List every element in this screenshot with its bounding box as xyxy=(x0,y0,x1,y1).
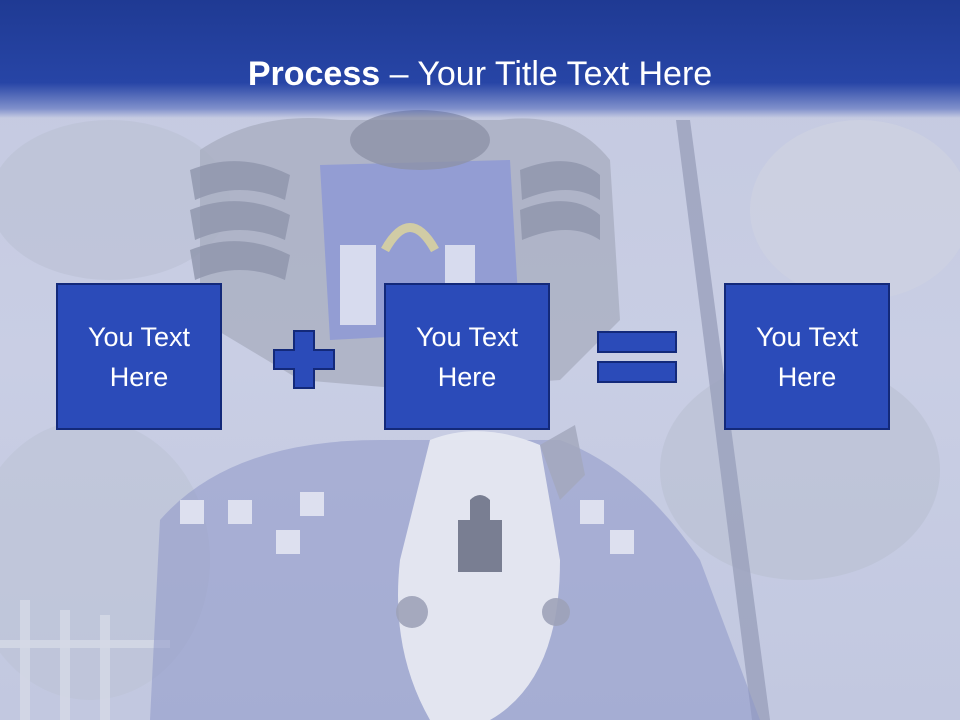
header-band xyxy=(0,0,960,118)
slide-title: Process – Your Title Text Here xyxy=(0,50,960,98)
process-step-box-3[interactable]: You Text Here xyxy=(724,283,890,430)
plus-icon xyxy=(273,330,335,389)
process-step-box-1[interactable]: You Text Here xyxy=(56,283,222,430)
title-bold-text: Process xyxy=(247,55,381,93)
process-step-text-2: You Text Here xyxy=(415,321,519,392)
process-step-text-1: You Text Here xyxy=(87,321,191,392)
title-rest-text: – Your Title Text Here xyxy=(380,55,713,93)
process-step-box-2[interactable]: You Text Here xyxy=(384,283,550,430)
equals-icon xyxy=(597,331,677,383)
process-step-text-3: You Text Here xyxy=(755,321,859,392)
